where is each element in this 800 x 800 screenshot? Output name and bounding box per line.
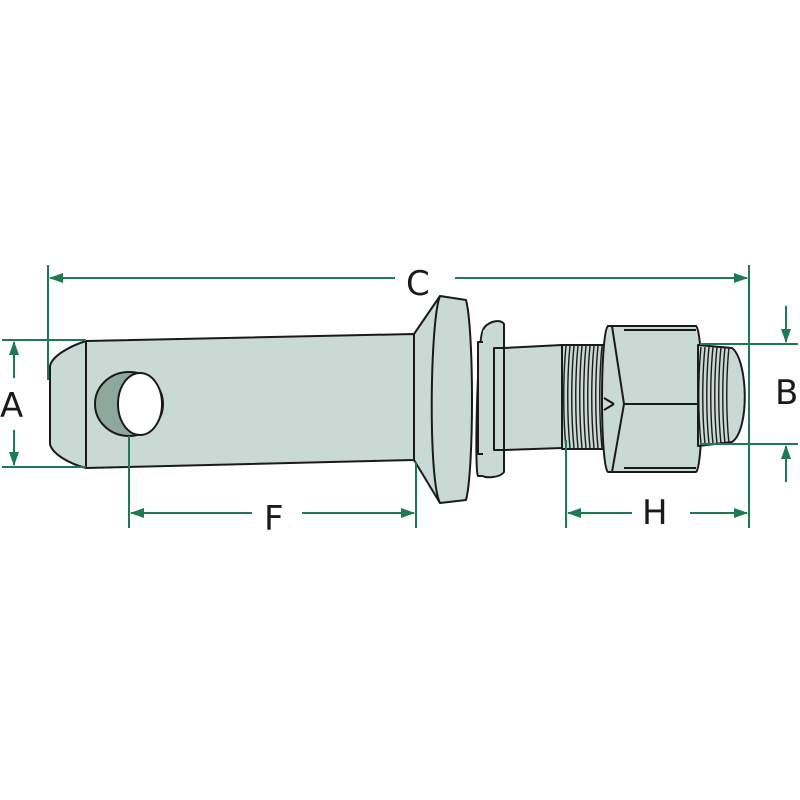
label-h: H bbox=[642, 493, 668, 533]
thread-ridge bbox=[698, 346, 702, 445]
thread-ridge bbox=[575, 345, 579, 449]
label-c: C bbox=[406, 264, 430, 304]
label-a: A bbox=[0, 386, 23, 426]
thread-ridge bbox=[583, 345, 587, 449]
thread-ridge bbox=[595, 345, 599, 449]
dimension-b bbox=[700, 306, 798, 482]
threaded-section bbox=[561, 344, 609, 450]
thread-ridge bbox=[567, 345, 571, 449]
pin-shaft bbox=[503, 344, 563, 451]
dimension-labels: C A B F H bbox=[0, 264, 798, 539]
thread-ridge bbox=[563, 345, 567, 449]
thread-ridge bbox=[710, 346, 714, 445]
pin-tip bbox=[49, 340, 87, 469]
washer bbox=[475, 320, 507, 479]
thread-ridge bbox=[571, 345, 575, 449]
thread-ridge bbox=[587, 345, 591, 449]
label-b: B bbox=[775, 373, 798, 413]
dimension-a bbox=[2, 339, 86, 468]
dimension-lines bbox=[2, 265, 798, 528]
thread-ridge bbox=[706, 346, 710, 445]
hex-nut bbox=[601, 325, 703, 473]
thread-ridge bbox=[579, 345, 583, 449]
thread-ridge bbox=[599, 345, 603, 449]
linch-pin-part bbox=[49, 295, 746, 504]
label-f: F bbox=[264, 499, 284, 539]
cross-hole bbox=[94, 371, 164, 437]
thread-ridge bbox=[591, 345, 595, 449]
pin-collar bbox=[413, 295, 473, 504]
thread-ridge bbox=[726, 346, 730, 445]
thread-ridge bbox=[702, 346, 706, 445]
thread-ridge bbox=[722, 346, 726, 445]
thread-end bbox=[697, 344, 746, 447]
thread-ridge bbox=[718, 346, 722, 445]
thread-ridge bbox=[714, 346, 718, 445]
